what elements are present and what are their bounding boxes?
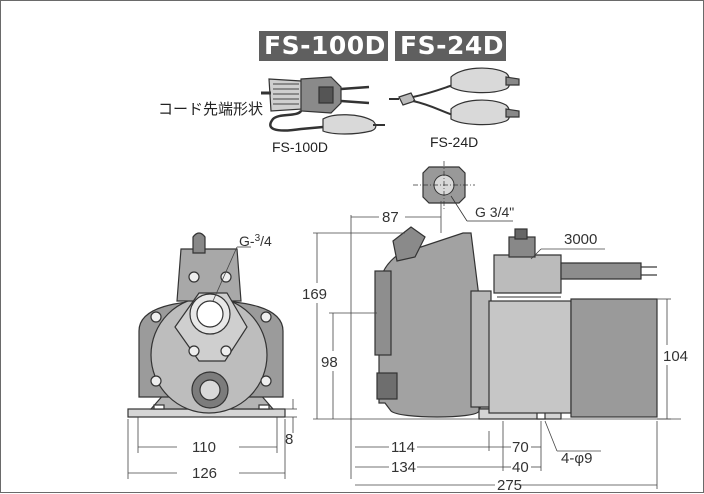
- dim-114: 114: [391, 439, 415, 456]
- power-plug-illustration: [261, 76, 385, 135]
- dim-70: 70: [512, 439, 529, 456]
- port-detail-view: [413, 161, 513, 222]
- dim-inlet-offset: 87: [382, 209, 399, 226]
- alligator-clip-illustration: [389, 67, 520, 126]
- dim-motor-height: 104: [663, 348, 688, 365]
- model-badge-fs24d: FS-24D: [395, 31, 506, 61]
- pump-front-view: [127, 232, 286, 418]
- front-view-dimension-lines: [127, 246, 297, 479]
- pump-side-view: [374, 226, 658, 420]
- dim-mount-holes: 4-φ9: [561, 450, 592, 467]
- dim-134: 134: [391, 459, 416, 476]
- dim-base-inner-width: 110: [192, 439, 216, 456]
- dim-overall-height: 169: [302, 286, 327, 303]
- dim-base-thickness: 8: [285, 431, 293, 448]
- plug-caption: FS-100D: [272, 139, 329, 155]
- dim-40: 40: [512, 459, 529, 476]
- cord-tip-label: コード先端形状: [158, 101, 264, 118]
- dim-overall-length: 275: [497, 477, 522, 494]
- side-view-dimension-lines: [313, 201, 681, 489]
- port-thread-label: G 3/4": [475, 204, 514, 220]
- dim-cord-length: 3000: [564, 231, 597, 248]
- outlet-thread-label: G-3/4: [239, 233, 272, 249]
- clip-caption: FS-24D: [430, 134, 479, 150]
- dim-base-outer-width: 126: [192, 465, 217, 482]
- dim-shaft-height: 98: [321, 354, 338, 371]
- model-badge-fs100d: FS-100D: [259, 31, 388, 61]
